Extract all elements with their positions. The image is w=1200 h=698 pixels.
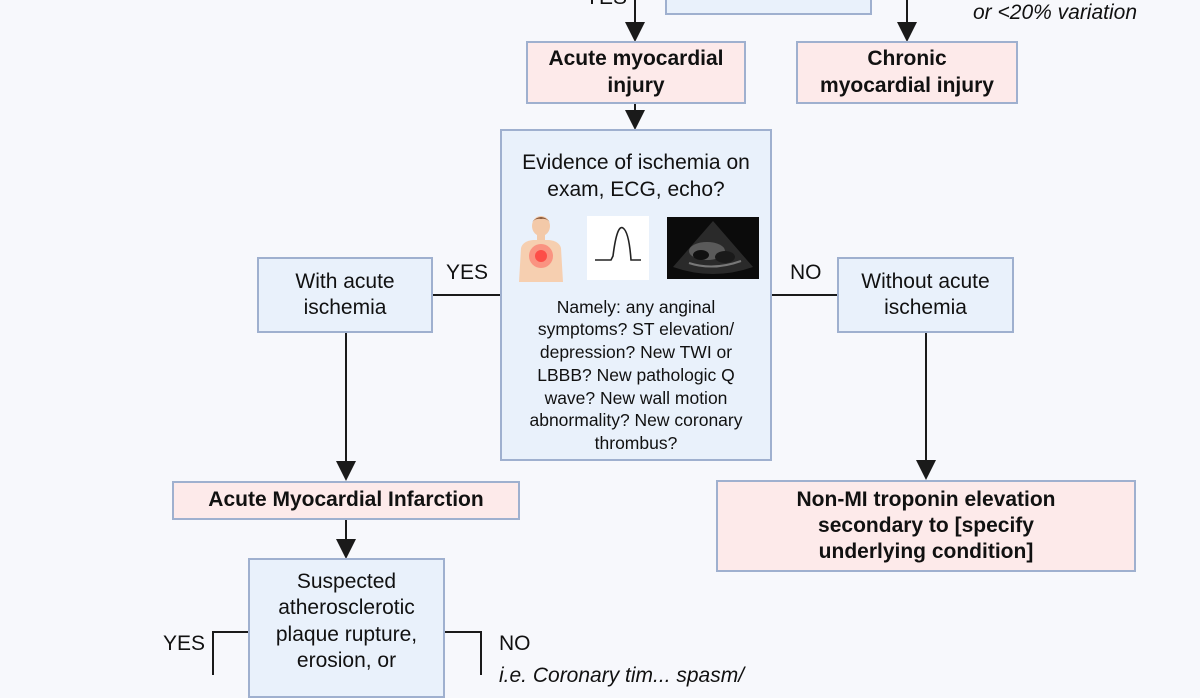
with-ischemia-label: With acute ischemia: [295, 269, 395, 319]
note-top-right: or <20% variation: [973, 1, 1138, 24]
connector-lines: [212, 0, 936, 675]
ecg-waveform-icon: [587, 215, 649, 280]
acute-myocardial-injury-node: Acute myocardial injury: [526, 41, 746, 104]
without-acute-ischemia-node: Without acute ischemia: [837, 257, 1014, 333]
plaque-rupture-node: Suspected atherosclerotic plaque rupture…: [248, 558, 445, 698]
ischemia-question-text: Evidence of ischemia on exam, ECG, echo?: [522, 151, 750, 202]
ischemia-evidence-node: Evidence of ischemia on exam, ECG, echo?…: [500, 129, 772, 461]
edge-label-yes-left: YES: [446, 261, 489, 284]
without-ischemia-label: Without acute ischemia: [861, 269, 990, 319]
non-mi-label: Non-MI troponin elevation secondary to […: [796, 487, 1056, 564]
ischemia-detail-text: Namely: any anginal symptoms? ST elevati…: [529, 296, 743, 454]
echocardiogram-image-icon: [667, 216, 759, 279]
edge-label-no-right: NO: [790, 261, 822, 284]
edge-label-yes-top: YES: [585, 0, 627, 10]
acute-injury-label: Acute myocardial injury: [548, 47, 724, 97]
chronic-myocardial-injury-node: Chronic myocardial injury: [796, 41, 1018, 104]
plaque-question-label: Suspected atherosclerotic plaque rupture…: [275, 570, 418, 672]
chest-pain-patient-icon: [519, 215, 563, 282]
chronic-injury-label: Chronic myocardial injury: [820, 47, 994, 97]
ischemia-icons-row: [513, 214, 759, 282]
top-remnant-box: [665, 0, 872, 15]
edge-label-yes-bottom: YES: [163, 632, 206, 655]
edge-label-no-bottom: NO: [499, 632, 531, 655]
bottom-right-fragment: i.e. Coronary tim... spasm/: [499, 664, 745, 687]
with-acute-ischemia-node: With acute ischemia: [257, 257, 433, 333]
acute-myocardial-infarction-node: Acute Myocardial Infarction: [172, 481, 520, 520]
ami-label: Acute Myocardial Infarction: [208, 488, 484, 512]
non-mi-troponin-node: Non-MI troponin elevation secondary to […: [716, 480, 1136, 572]
